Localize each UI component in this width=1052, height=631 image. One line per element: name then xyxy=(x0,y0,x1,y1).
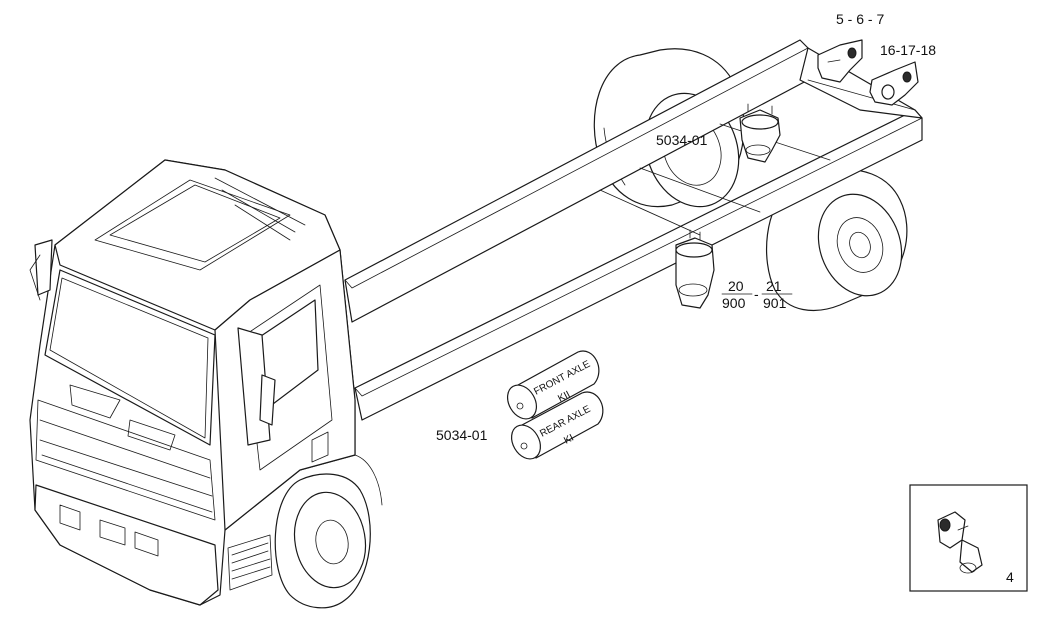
callout-5034-01-tanks: 5034-01 xyxy=(436,427,488,443)
callout-16-17-18: 16-17-18 xyxy=(880,42,936,58)
brake-valve-front xyxy=(675,229,715,309)
brake-valve-rear xyxy=(739,103,781,163)
callout-4: 4 xyxy=(1006,569,1014,585)
rear-wheel-right xyxy=(765,169,908,312)
callout-21: 21 xyxy=(766,278,782,294)
callout-5034-01-valve: 5034-01 xyxy=(656,132,708,148)
front-wheel xyxy=(274,473,371,609)
bracket-part-b xyxy=(869,61,919,106)
callout-separator: - xyxy=(754,286,759,302)
callout-5-6-7: 5 - 6 - 7 xyxy=(836,11,884,27)
callout-900: 900 xyxy=(722,295,746,311)
bracket-part-a xyxy=(817,39,863,83)
connector-part xyxy=(937,511,983,574)
air-tank-rear-axle: REAR AXLE KI xyxy=(510,391,604,460)
inset-detail: 4 xyxy=(909,484,1028,592)
rear-tank-label-2: KI xyxy=(562,432,576,446)
callout-fraction-21-901: 21 901 xyxy=(761,278,793,311)
truck-cab xyxy=(29,159,383,606)
callout-901: 901 xyxy=(763,295,787,311)
callout-fraction-20-900: 20 900 xyxy=(721,278,753,311)
callout-20: 20 xyxy=(728,278,744,294)
